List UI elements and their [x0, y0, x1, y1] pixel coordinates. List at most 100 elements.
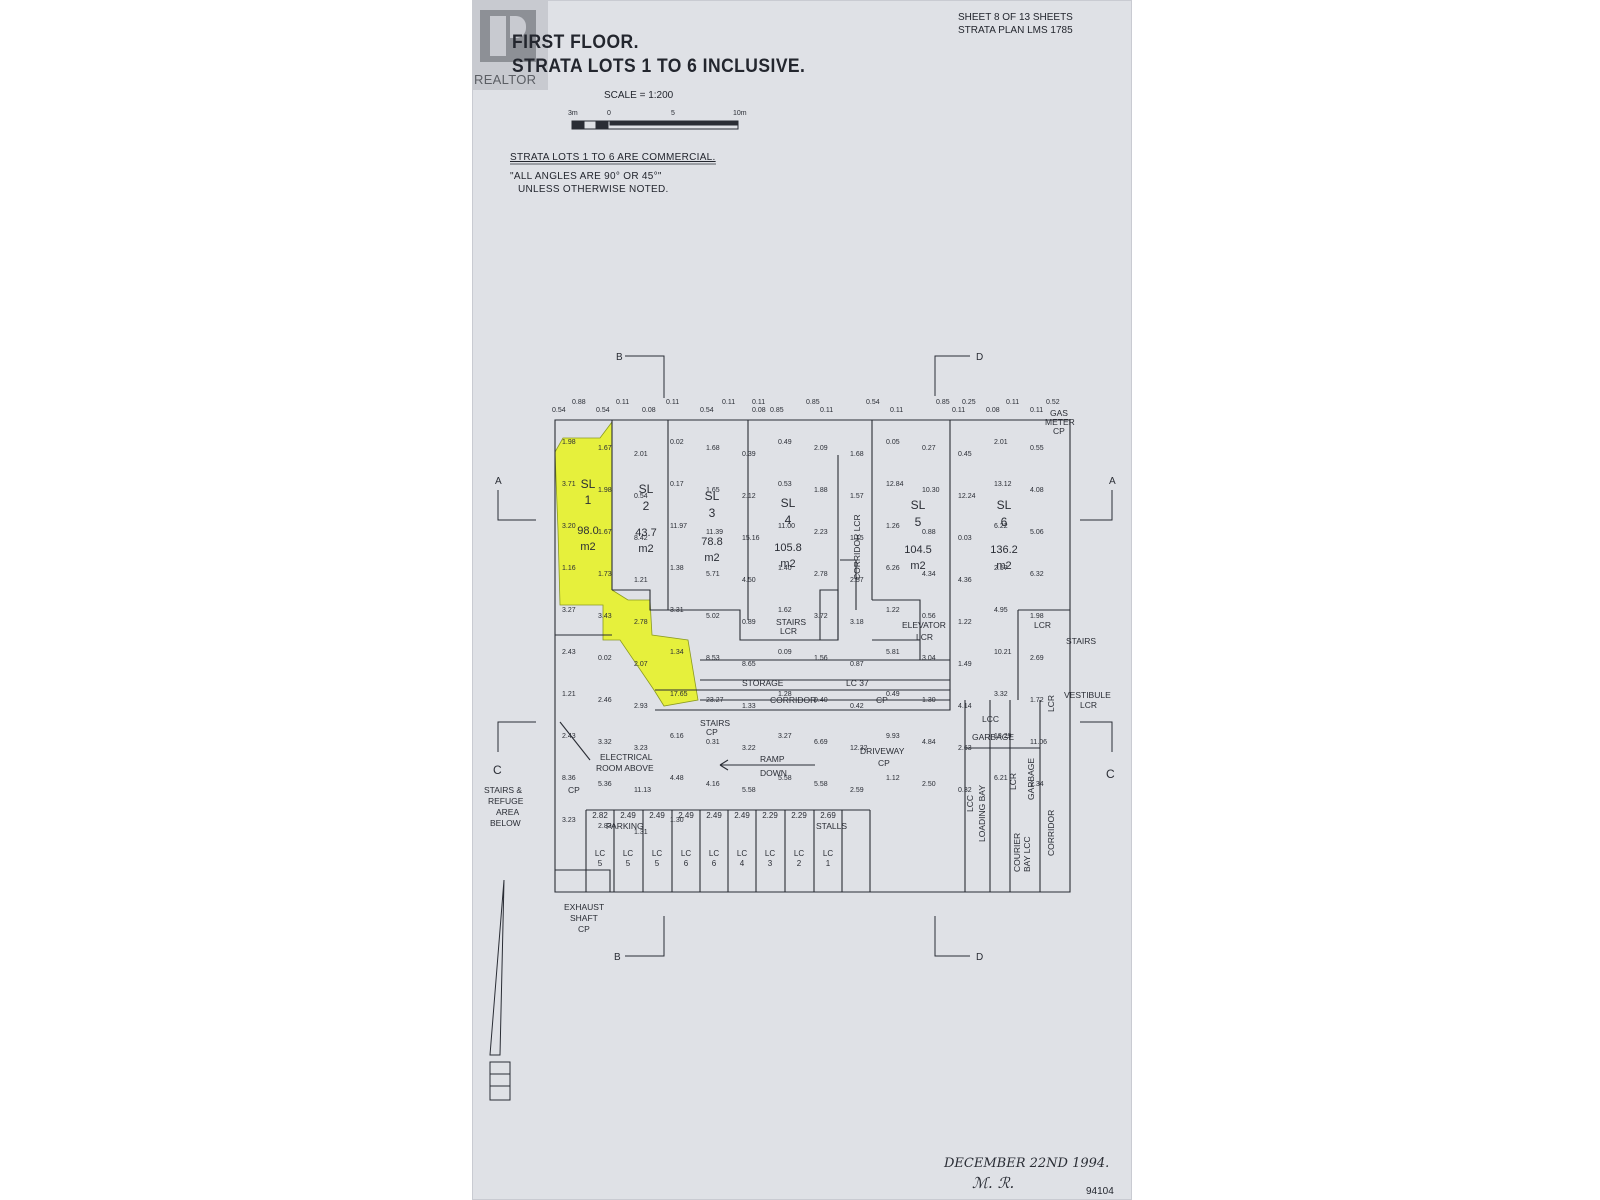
dimension-label: 1.98 — [562, 439, 576, 446]
dimension-label: 4.95 — [994, 607, 1008, 614]
section-c-right-label: C — [1106, 767, 1115, 781]
lcc-label: LCC — [982, 714, 999, 724]
dimension-label: 3.43 — [598, 613, 612, 620]
dimension-label: 15.16 — [742, 535, 760, 542]
dimension-label: 10.30 — [922, 487, 940, 494]
dimension-label: 1.57 — [850, 493, 864, 500]
dimension-label: 1.73 — [598, 571, 612, 578]
dimension-label: 1.68 — [706, 445, 720, 452]
dimension-top: 0.25 — [962, 399, 976, 406]
dimension-label: 1.56 — [814, 655, 828, 662]
parking-stall-number: 1 — [826, 859, 831, 868]
parking-stall-label: LC — [737, 849, 747, 858]
scale-bar-seg-3 — [609, 120, 739, 126]
core-lines — [612, 589, 838, 641]
dimension-top: 0.08 — [642, 407, 656, 414]
elevator-label-2: LCR — [916, 632, 933, 642]
dimension-label: 0.42 — [850, 703, 864, 710]
dimension-label: 12.84 — [886, 481, 904, 488]
parking-stall-width: 2.49 — [649, 811, 665, 820]
dimension-label: 1.38 — [670, 565, 684, 572]
section-a-right-label: A — [1109, 476, 1116, 487]
parking-stall-label: LC — [765, 849, 775, 858]
dimension-label: 5.58 — [814, 781, 828, 788]
dimension-label: 1.21 — [562, 691, 576, 698]
strata-plan-number: STRATA PLAN LMS 1785 — [958, 25, 1073, 36]
dimension-label: 0.17 — [670, 481, 684, 488]
dimension-label: 1.34 — [1030, 781, 1044, 788]
dimension-label: 4.34 — [922, 571, 936, 578]
gas-meter-label-3: CP — [1053, 426, 1065, 436]
scale-mark-3m: 3m — [568, 110, 578, 117]
lot-6-id: SL — [997, 498, 1012, 512]
dimension-label: 6.16 — [670, 733, 684, 740]
dimension-label: 1.98 — [1030, 613, 1044, 620]
stairs-refuge-label-1: STAIRS & — [484, 785, 522, 795]
dimension-label: 1.28 — [778, 691, 792, 698]
lot-2-unit: m2 — [638, 543, 653, 555]
section-b-bottom — [625, 916, 665, 957]
dimension-label: 2.50 — [922, 781, 936, 788]
dimension-label: 1.30 — [670, 817, 684, 824]
dimension-label: 3.04 — [922, 655, 936, 662]
dimension-label: 2.78 — [814, 571, 828, 578]
dimension-label: 3.22 — [742, 745, 756, 752]
note-angles-2: UNLESS OTHERWISE NOTED. — [518, 184, 669, 195]
parking-stall-number: 3 — [768, 859, 773, 868]
dimension-label: 0.32 — [958, 787, 972, 794]
parking-stall-width: 2.49 — [706, 811, 722, 820]
dimension-label: 1.40 — [778, 565, 792, 572]
dimension-top: 0.54 — [596, 407, 610, 414]
dimension-top: 0.11 — [616, 399, 629, 406]
dimension-label: 2.69 — [1030, 655, 1044, 662]
dimension-top: 0.54 — [552, 407, 566, 414]
date-handwritten: DECEMBER 22ND 1994. — [944, 1156, 1110, 1171]
parking-stall-width: 2.49 — [620, 811, 636, 820]
room-labels: GAS METER CP CORRIDOR LCR STAIRS LCR ELE… — [484, 408, 1111, 934]
dimension-label: 2.59 — [850, 787, 864, 794]
vestibule-label: VESTIBULE — [1064, 690, 1111, 700]
parking-stall-number: 5 — [655, 859, 660, 868]
dimension-label: 3.71 — [562, 481, 576, 488]
lot-1-num: 1 — [585, 493, 592, 507]
dimension-label: 0.40 — [814, 697, 828, 704]
stairs-refuge-label-4: BELOW — [490, 818, 521, 828]
scale-mark-5: 5 — [671, 110, 675, 117]
dimension-label: 2.63 — [958, 745, 972, 752]
realtor-logo-text: REALTOR — [474, 72, 537, 87]
dimension-label: 1.88 — [814, 487, 828, 494]
dimension-label: 1.26 — [886, 523, 900, 530]
section-b-top-label: B — [616, 352, 623, 363]
lot-5-id: SL — [911, 498, 926, 512]
loading-bay-label: LOADING BAY — [977, 785, 987, 842]
dimension-label: 0.31 — [706, 739, 720, 746]
dimension-label: 13.12 — [994, 481, 1012, 488]
lot-3-id: SL — [705, 489, 720, 503]
scale-mark-10m: 10m — [733, 110, 747, 117]
dimension-label: 5.71 — [706, 571, 720, 578]
dimension-label: 11.97 — [670, 523, 687, 530]
dimension-label: 11.13 — [634, 787, 651, 794]
lot-6-area: 136.2 — [990, 544, 1018, 556]
dimension-label: 6.21 — [994, 775, 1008, 782]
ramp-label-2: DOWN — [760, 768, 787, 778]
dimension-top: 0.11 — [1030, 407, 1043, 414]
dimension-label: 1.67 — [598, 529, 612, 536]
north-arrow-icon — [489, 879, 511, 1101]
parking-stall-label: LC — [681, 849, 691, 858]
dimension-label: 0.09 — [778, 649, 792, 656]
stalls-label: STALLS — [816, 821, 847, 831]
driveway-label: DRIVEWAY — [860, 746, 905, 756]
dimension-group: 0.540.880.540.110.080.110.540.110.080.11… — [552, 399, 1060, 836]
ramp-arrow — [719, 759, 815, 771]
lot-3-unit: m2 — [704, 552, 719, 564]
dimension-label: 1.68 — [850, 451, 864, 458]
dimension-label: 1.65 — [706, 487, 720, 494]
refuge-cp-label: CP — [568, 785, 580, 795]
dimension-label: 1.67 — [598, 445, 612, 452]
bay-lcc-label: BAY LCC — [1022, 836, 1032, 872]
dimension-label: 0.45 — [958, 451, 972, 458]
corridor-vertical-label: CORRIDOR — [1046, 810, 1056, 856]
dimension-label: 4.84 — [922, 739, 936, 746]
